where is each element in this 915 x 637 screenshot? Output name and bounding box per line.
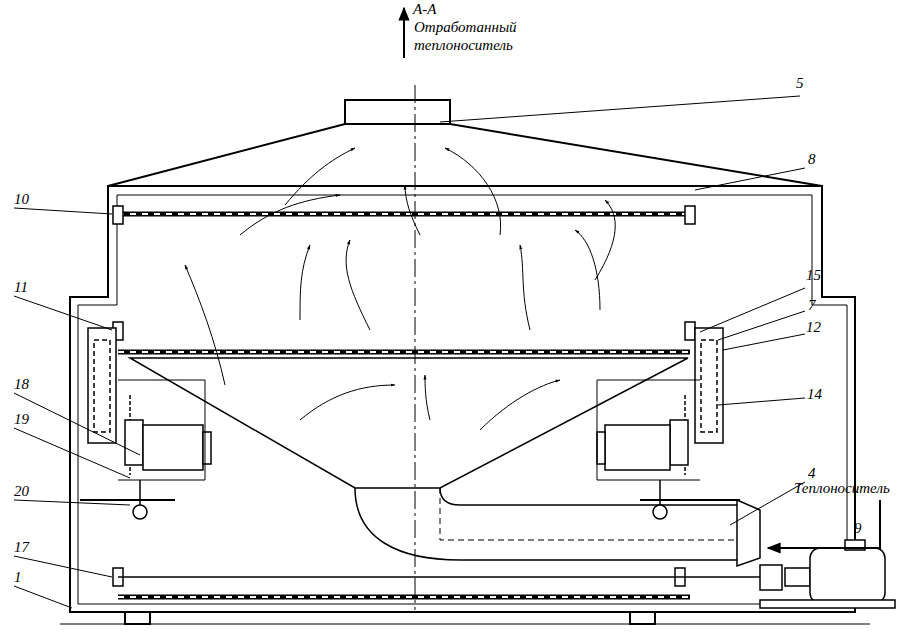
- callout-number: 9: [854, 519, 862, 537]
- callout-number: 12: [806, 318, 821, 336]
- callout-number: 20: [14, 482, 29, 500]
- callout-number: 7: [808, 296, 816, 314]
- medium-label: Отработанный теплоноситель: [414, 18, 522, 54]
- callout-number: 15: [806, 266, 821, 284]
- centerline: [415, 85, 416, 610]
- callout-number: 8: [808, 150, 816, 168]
- callout-number: 1: [14, 568, 22, 586]
- hopper-duct: [130, 358, 760, 566]
- rollers: [113, 206, 695, 586]
- flow-arrows: [185, 148, 615, 430]
- section-mark: А-А: [413, 0, 436, 18]
- housing: [60, 100, 870, 624]
- inlet-arrow: [768, 500, 880, 548]
- outlet-arrow: [403, 8, 405, 58]
- callout-number: 4: [808, 464, 816, 482]
- callout-number: 14: [807, 385, 822, 403]
- leader-lines: [14, 96, 805, 608]
- callout-number: 18: [14, 375, 29, 393]
- callout-number: 11: [14, 278, 28, 296]
- drive-motor: [118, 540, 895, 608]
- chain-drives: [80, 328, 740, 519]
- callout-number: 19: [14, 410, 29, 428]
- callout-number: 5: [796, 74, 804, 92]
- conveyor-belts: [118, 214, 690, 597]
- callout-number: 17: [14, 538, 29, 556]
- callout-number: 10: [14, 190, 29, 208]
- medium-label: Теплоноситель: [794, 479, 890, 497]
